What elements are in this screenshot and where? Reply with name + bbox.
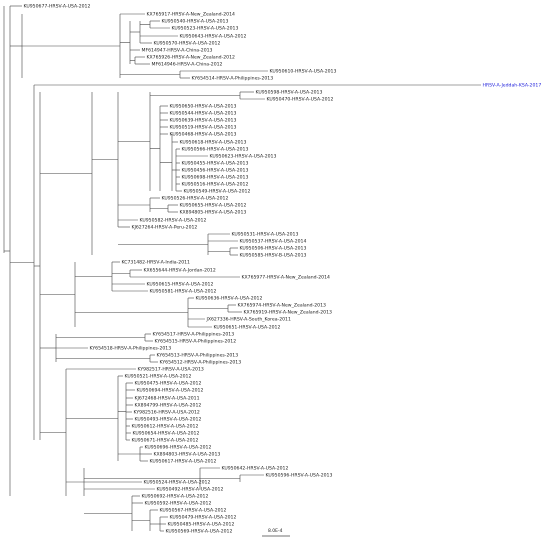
taxon-label: KU950582-HRSV-A-USA-2012 (140, 218, 207, 224)
taxon-label: KY654514-HRSV-A-Philippines-2013 (192, 76, 274, 82)
taxon-label: KU950596-HRSV-A-USA-2013 (266, 473, 333, 479)
taxon-label: KU950636-HRSV-A-USA-2012 (196, 296, 263, 302)
taxon-label: JX627336-HRSV-A-South_Korea-2011 (206, 317, 291, 323)
scale-bar-label: 8.0E-4 (268, 528, 283, 534)
taxon-label: KU950485-HRSV-A-USA-2012 (168, 522, 235, 528)
taxon-label: KU950549-HRSV-A-USA-2012 (184, 189, 251, 195)
taxon-label: KU950524-HRSV-A-USA-2012 (144, 480, 211, 486)
taxon-label: KU950531-HRSV-A-USA-2013 (232, 232, 299, 238)
taxon-label: KU950506-HRSV-A-USA-2013 (240, 246, 307, 252)
taxon-label: KY654512-HRSV-A-Philippines-2013 (160, 360, 242, 366)
taxon-labels: KU950677-HRSV-A-USA-2012KX765917-HRSV-A-… (24, 4, 542, 535)
taxon-label: KU950566-HRSV-A-USA-2013 (182, 147, 249, 153)
taxon-label: KU950642-HRSV-A-USA-2012 (222, 466, 289, 472)
taxon-label: KU950493-HRSV-A-USA-2012 (135, 417, 202, 423)
taxon-label: KY654513-HRSV-A-Philippines-2013 (157, 353, 239, 359)
taxon-label: KY982517-HRSV-A-USA-2013 (138, 367, 204, 373)
highlighted-taxon-label: HRSV-A-Jeddah-KSA-2017 (483, 83, 542, 89)
taxon-label: KU950567-HRSV-A-USA-2012 (160, 508, 227, 514)
taxon-label: KU950537-HRSV-A-USA-2014 (240, 239, 307, 245)
taxon-label: KU950671-HRSV-A-USA-2012 (132, 438, 199, 444)
tree-branches (3, 5, 481, 532)
taxon-label: KX894799-HRSV-A-USA-2012 (135, 403, 202, 409)
taxon-label: KU950540-HRSV-A-USA-2013 (162, 19, 229, 25)
taxon-label: KU950654-HRSV-A-USA-2012 (133, 431, 200, 437)
taxon-label: KU950544-HRSV-A-USA-2013 (170, 111, 237, 117)
taxon-label: KU950455-HRSV-A-USA-2013 (182, 161, 249, 167)
taxon-label: KU950523-HRSV-A-USA-2013 (172, 26, 239, 32)
taxon-label: KJ627264-HRSV-A-Peru-2012 (132, 225, 198, 231)
taxon-label: MF614946-HRSV-A-China-2012 (152, 62, 223, 68)
taxon-label: KX765926-HRSV-A-New_Zealand-2012 (147, 55, 235, 61)
scale-bar: 8.0E-4 (262, 528, 290, 537)
taxon-label: KU950479-HRSV-A-USA-2012 (170, 515, 237, 521)
taxon-label: KY654515-HRSV-A-Philippines-2012 (155, 339, 237, 345)
taxon-label: KX894805-HRSV-A-USA-2013 (180, 210, 247, 216)
taxon-label: KC731482-HRSV-A-India-2011 (122, 260, 191, 266)
taxon-label: KU950643-HRSV-A-USA-2012 (180, 34, 247, 40)
taxon-label: KU950475-HRSV-A-USA-2012 (135, 381, 202, 387)
taxon-label: KU950612-HRSV-A-USA-2012 (132, 424, 199, 430)
taxon-label: KU950468-HRSV-A-USA-2013 (170, 132, 237, 138)
taxon-label: KU950651-HRSV-A-USA-2012 (214, 325, 281, 331)
taxon-label: KU950650-HRSV-A-USA-2013 (170, 104, 237, 110)
taxon-label: KU950569-HRSV-A-USA-2012 (166, 529, 233, 535)
taxon-label: KU950470-HRSV-A-USA-2012 (267, 97, 334, 103)
taxon-label: KU950570-HRSV-A-USA-2012 (154, 41, 221, 47)
taxon-label: KU950698-HRSV-A-USA-2013 (182, 175, 249, 181)
taxon-label: KU950623-HRSV-A-USA-2013 (210, 154, 277, 160)
taxon-label: KU950598-HRSV-A-USA-2013 (256, 90, 323, 96)
taxon-label: KU950581-HRSV-A-USA-2012 (150, 289, 217, 295)
taxon-label: KU950617-HRSV-A-USA-2012 (150, 459, 217, 465)
taxon-label: KU950618-HRSV-A-USA-2013 (180, 140, 247, 146)
taxon-label: KU950526-HRSV-A-USA-2012 (162, 196, 229, 202)
taxon-label: KU950519-HRSV-A-USA-2013 (170, 125, 237, 131)
taxon-label: KU950492-HRSV-A-USA-2012 (157, 487, 224, 493)
taxon-label: KX655644-HRSV-A-Jordan-2012 (144, 268, 216, 274)
taxon-label: MF614947-HRSV-A-China-2013 (142, 48, 213, 54)
taxon-label: KY982516-HRSV-A-USA-2012 (134, 410, 200, 416)
taxon-label: KJ672468-HRSV-A-USA-2011 (135, 396, 200, 402)
taxon-label: KX765974-HRSV-A-New_Zealand-2013 (238, 303, 326, 309)
taxon-label: KU950456-HRSV-A-USA-2013 (182, 168, 249, 174)
taxon-label: KU950639-HRSV-A-USA-2013 (170, 118, 237, 124)
taxon-label: KU950615-HRSV-A-USA-2012 (147, 282, 214, 288)
taxon-label: KX894803-HRSV-A-USA-2013 (154, 452, 221, 458)
taxon-label: KU950655-HRSV-A-USA-2012 (180, 203, 247, 209)
taxon-label: KY654517-HRSV-A-Philippines-2013 (153, 332, 235, 338)
taxon-label: KU950516-HRSV-A-USA-2012 (182, 182, 249, 188)
taxon-label: KU950677-HRSV-A-USA-2012 (24, 4, 91, 10)
taxon-label: KX765977-HRSV-A-New_Zealand-2014 (242, 275, 330, 281)
taxon-label: KY654518-HRSV-A-Philippines-2013 (90, 346, 172, 352)
taxon-label: KU950696-HRSV-A-USA-2012 (145, 445, 212, 451)
taxon-label: KU950592-HRSV-A-USA-2012 (145, 501, 212, 507)
taxon-label: KU950521-HRSV-A-USA-2012 (125, 374, 192, 380)
taxon-label: KU950610-HRSV-A-USA-2013 (270, 69, 337, 75)
taxon-label: KU950692-HRSV-A-USA-2012 (142, 494, 209, 500)
taxon-label: KX765919-HRSV-A-New_Zealand-2013 (244, 310, 332, 316)
taxon-label: KU950585-HRSV-B-USA-2013 (240, 253, 307, 259)
taxon-label: KX765917-HRSV-A-New_Zealand-2014 (147, 12, 235, 18)
taxon-label: KU950694-HRSV-A-USA-2012 (137, 388, 204, 394)
